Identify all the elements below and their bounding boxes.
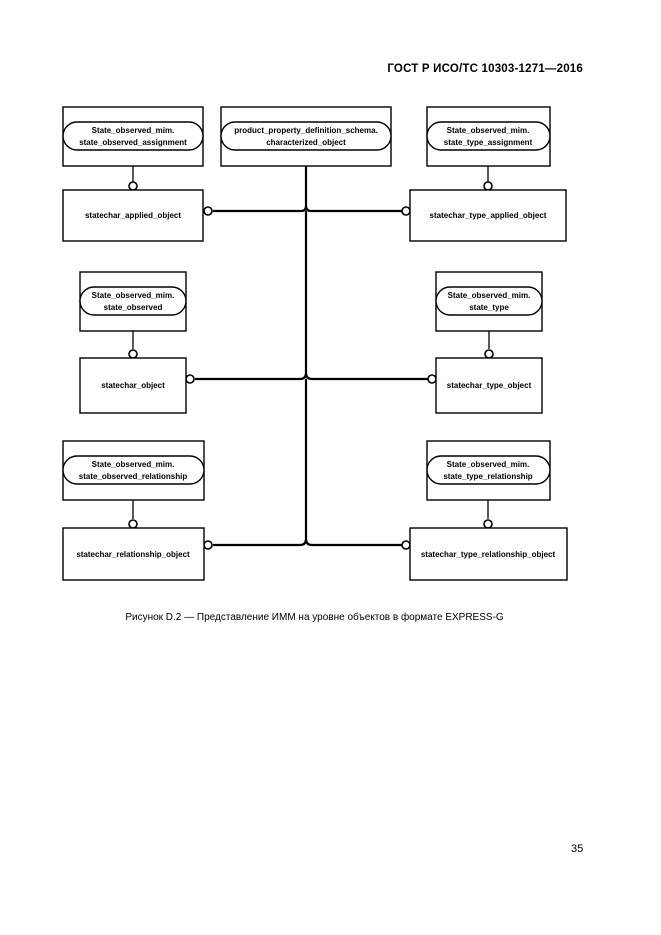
relationship-circle [401,540,411,550]
document-number-header: ГОСТ Р ИСО/ТС 10303-1271—2016 [387,63,583,75]
reference-entity-left-1: State_observed_mim. state_observed_assig… [62,106,204,167]
ref-right-2-line2: state_type [469,303,509,312]
ref-right-1-line1: State_observed_mim. [447,126,530,135]
entity-right-2-label: statechar_type_object [447,381,532,390]
central-ref-line2: characterized_object [266,138,346,147]
relationship-circle [203,206,213,216]
reference-entity-right-2: State_observed_mim. state_type [435,271,543,332]
relationship-circle [185,374,195,384]
ref-right-3-line2: state_type_relationship [443,472,532,481]
entity-right-3: statechar_type_relationship_object [409,527,568,581]
central-reference-entity: product_property_definition_schema. char… [220,106,392,167]
relationship-circle [401,206,411,216]
entity-left-1-label: statechar_applied_object [85,211,181,220]
relationship-circle [484,349,494,359]
relationship-circle [203,540,213,550]
entity-left-2-label: statechar_object [101,381,165,390]
entity-right-3-label: statechar_type_relationship_object [421,550,556,559]
relationship-circle [427,374,437,384]
ref-right-2-line1: State_observed_mim. [448,291,531,300]
entity-right-2: statechar_type_object [435,357,543,414]
ref-left-3-line1: State_observed_mim. [92,460,175,469]
entity-left-3: statechar_relationship_object [62,527,205,581]
ref-right-1-line2: state_type_assignment [444,138,533,147]
figure-caption-text: Рисунок D.2 — Представление ИММ на уровн… [125,612,504,623]
entity-right-1: statechar_type_applied_object [409,189,567,242]
relationship-circle [128,181,138,191]
ref-left-2-line1: State_observed_mim. [92,291,175,300]
reference-entity-right-3: State_observed_mim. state_type_relations… [426,440,551,501]
ref-left-1-line2: state_observed_assignment [79,138,187,147]
figure-caption: Рисунок D.2 — Представление ИММ на уровн… [0,612,661,623]
relationship-circle [483,519,493,529]
ref-left-1-line1: State_observed_mim. [92,126,175,135]
relationship-circle [128,349,138,359]
ref-right-3-line1: State_observed_mim. [447,460,530,469]
reference-entity-left-3: State_observed_mim. state_observed_relat… [62,440,205,501]
central-ref-line1: product_property_definition_schema. [234,126,378,135]
entity-right-1-label: statechar_type_applied_object [430,211,547,220]
entity-left-2: statechar_object [79,357,187,414]
page-number: 35 [571,843,584,855]
ref-left-3-line2: state_observed_relationship [79,472,188,481]
relationship-circle [128,519,138,529]
relationship-circle [483,181,493,191]
inheritance-trunk-line [299,166,313,547]
reference-entity-right-1: State_observed_mim. state_type_assignmen… [426,106,551,167]
entity-left-1: statechar_applied_object [62,189,204,242]
ref-left-2-line2: state_observed [104,303,163,312]
entity-left-3-label: statechar_relationship_object [76,550,190,559]
reference-entity-left-2: State_observed_mim. state_observed [79,271,187,332]
